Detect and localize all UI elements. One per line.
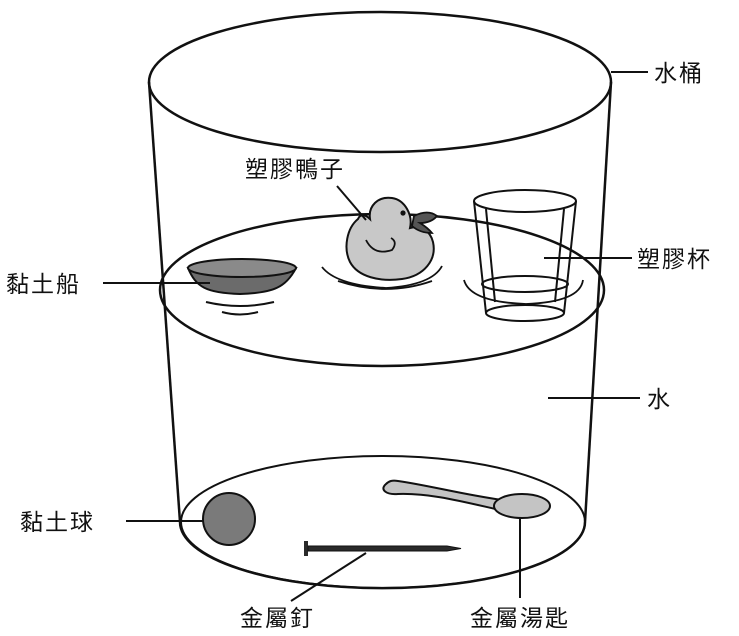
- cup-waterline: [481, 275, 569, 293]
- label-clay-ball: 黏土球: [20, 510, 95, 536]
- duck-body: [345, 196, 435, 281]
- duck-eye: [400, 210, 406, 216]
- clay-boat: [186, 258, 298, 316]
- spoon-handle: [382, 479, 504, 512]
- clay-boat-top: [187, 258, 297, 278]
- cup-inner-right: [554, 208, 565, 303]
- label-clay-boat: 黏土船: [6, 272, 81, 298]
- label-duck: 塑膠鴨子: [245, 157, 345, 183]
- label-cup: 塑膠杯: [637, 247, 712, 273]
- plastic-cup: [463, 189, 584, 322]
- bucket-left-wall: [147, 81, 182, 523]
- label-water: 水: [647, 387, 672, 413]
- nail-head: [304, 541, 308, 556]
- label-nail: 金屬釘: [240, 606, 315, 632]
- duck-leader: [336, 185, 367, 221]
- cup-inner-left: [485, 208, 496, 303]
- cup-rim: [473, 189, 577, 213]
- duck-ripple: [321, 265, 443, 290]
- label-spoon: 金屬湯匙: [470, 606, 570, 632]
- metal-spoon: [382, 479, 551, 519]
- metal-nail: [304, 541, 462, 556]
- label-bucket: 水桶: [654, 61, 704, 87]
- nail-shaft: [307, 545, 462, 552]
- clay-ball: [202, 492, 256, 546]
- cup-base: [485, 304, 565, 322]
- duck-wing: [365, 237, 396, 253]
- clay-boat-ripple: [205, 301, 275, 316]
- duck-beak: [411, 211, 439, 234]
- bucket-rim: [147, 10, 613, 154]
- cup-left-wall: [473, 200, 487, 314]
- leader-lines: [103, 71, 648, 602]
- spoon-bowl: [493, 493, 551, 519]
- duck: [321, 196, 443, 290]
- cup-ripple: [463, 279, 584, 305]
- bucket-right-wall: [583, 81, 613, 523]
- nail-leader: [290, 552, 367, 602]
